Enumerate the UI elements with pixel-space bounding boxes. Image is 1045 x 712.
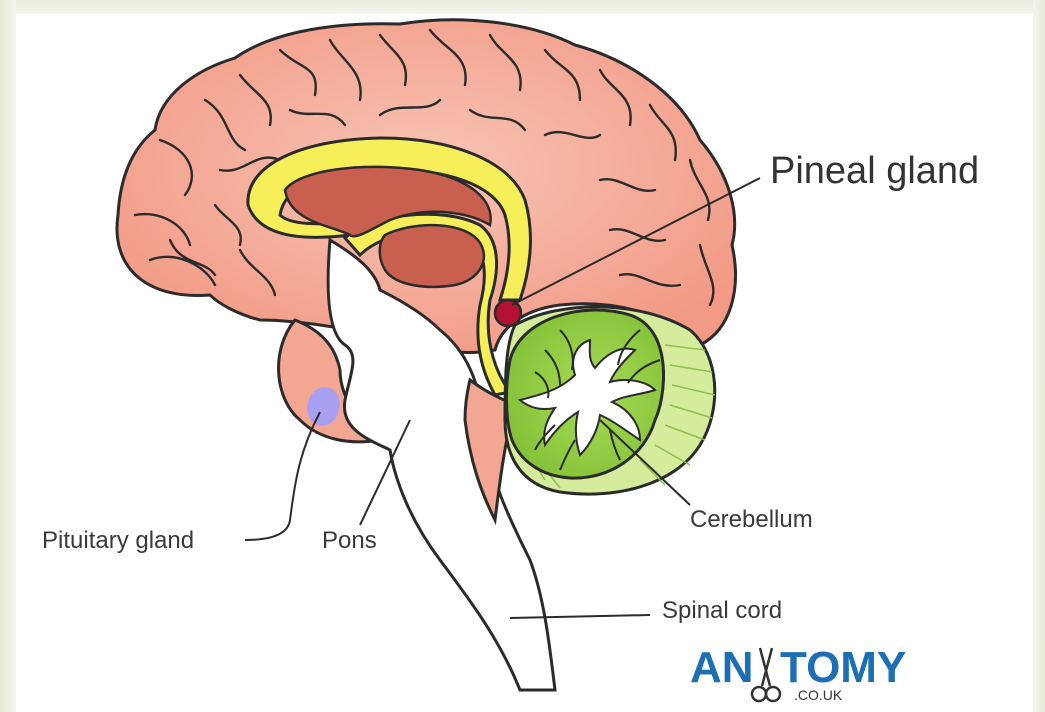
label-cerebellum: Cerebellum	[690, 506, 813, 534]
thalamus-lower	[380, 225, 484, 287]
logo-text-an: AN	[690, 646, 754, 690]
pituitary-gland	[308, 388, 339, 425]
logo-domain-text: .CO.UK	[794, 687, 842, 703]
label-spinal-cord: Spinal cord	[662, 597, 782, 625]
logo-text-tomy: TOMY	[780, 646, 906, 690]
scissors-icon	[750, 644, 782, 706]
label-pituitary-gland: Pituitary gland	[42, 527, 194, 555]
pineal-gland	[495, 300, 521, 326]
anatomy-logo: AN TOMY .CO.UK	[690, 644, 920, 706]
pituitary-leader-line	[245, 412, 320, 540]
label-pons: Pons	[322, 527, 377, 555]
label-pineal-gland: Pineal gland	[770, 150, 979, 193]
